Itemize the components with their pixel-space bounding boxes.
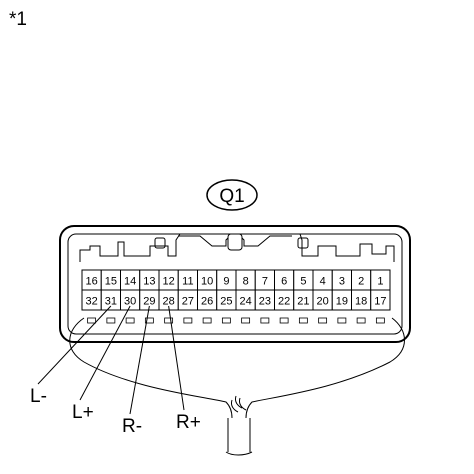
- terminal-tick: [337, 317, 347, 324]
- wire-harness-outline: [69, 317, 405, 419]
- pin-number: 6: [281, 276, 287, 288]
- connector-left-key: [154, 237, 166, 249]
- pin-number: 13: [143, 276, 155, 288]
- pin-number: 16: [86, 276, 98, 288]
- pin-number: 9: [223, 276, 229, 288]
- wire-label: R+: [176, 412, 201, 433]
- pin-number: 19: [336, 296, 348, 308]
- pin-number: 15: [105, 276, 117, 288]
- pin-number: 14: [124, 276, 136, 288]
- wire-leaders: L- L+ R- R+: [30, 305, 201, 437]
- wire-leader-line: [79, 305, 131, 401]
- pin-number: 4: [320, 276, 326, 288]
- terminal-tick: [106, 317, 116, 324]
- terminal-tick: [375, 317, 385, 324]
- wire-leader-line: [168, 305, 185, 411]
- terminal-tick: [125, 317, 135, 324]
- connector-right-key: [297, 237, 309, 249]
- pin-number: 17: [374, 296, 386, 308]
- pin-number: 20: [317, 296, 329, 308]
- pin-number: 2: [358, 276, 364, 288]
- pin-number: 12: [163, 276, 175, 288]
- connector-center-post: [227, 233, 243, 251]
- pin-number: 10: [201, 276, 213, 288]
- pin-number: 31: [105, 296, 117, 308]
- connector-latch-profile: [79, 233, 395, 262]
- pin-number: 21: [297, 296, 309, 308]
- terminal-tick: [87, 317, 97, 324]
- terminal-tick: [241, 317, 251, 324]
- terminal-tick: [279, 317, 289, 324]
- pin-number: 32: [86, 296, 98, 308]
- note-label: *1: [9, 9, 27, 30]
- pin-number: 27: [182, 296, 194, 308]
- terminal-tick: [298, 317, 308, 324]
- wire-label: L-: [30, 386, 47, 407]
- terminal-tick: [260, 317, 270, 324]
- terminal-tick: [183, 317, 193, 324]
- pin-number: 23: [259, 296, 271, 308]
- pin-number: 29: [143, 296, 155, 308]
- pin-number: 30: [124, 296, 136, 308]
- pin-number: 25: [220, 296, 232, 308]
- pin-number: 22: [278, 296, 290, 308]
- pin-number: 26: [201, 296, 213, 308]
- wire-label: L+: [72, 402, 94, 423]
- terminal-tick: [356, 317, 366, 324]
- terminal-ticks: [87, 317, 385, 324]
- pin-number: 11: [182, 276, 193, 288]
- wire-leader-line: [37, 305, 112, 385]
- terminal-tick: [164, 317, 174, 324]
- pin-number: 8: [243, 276, 249, 288]
- pin-number: 1: [377, 276, 383, 288]
- connector-housing-outer: [59, 225, 411, 343]
- pin-number: 28: [163, 296, 175, 308]
- terminal-tick: [318, 317, 328, 324]
- pin-number: 18: [355, 296, 367, 308]
- pin-number: 3: [339, 276, 345, 288]
- terminal-tick: [202, 317, 212, 324]
- pin-number: 5: [300, 276, 306, 288]
- connector-id-label: Q1: [219, 186, 244, 207]
- pin-number: 24: [240, 296, 252, 308]
- connector-id-ellipse: [206, 179, 258, 211]
- wire-label: R-: [122, 416, 142, 437]
- pin-cell-bottom-15: [370, 289, 391, 311]
- wire-harness-tail: [225, 395, 253, 456]
- terminal-tick: [144, 317, 154, 324]
- pin-number: 7: [262, 276, 268, 288]
- terminal-tick: [221, 317, 231, 324]
- wire-leader-line: [129, 305, 150, 415]
